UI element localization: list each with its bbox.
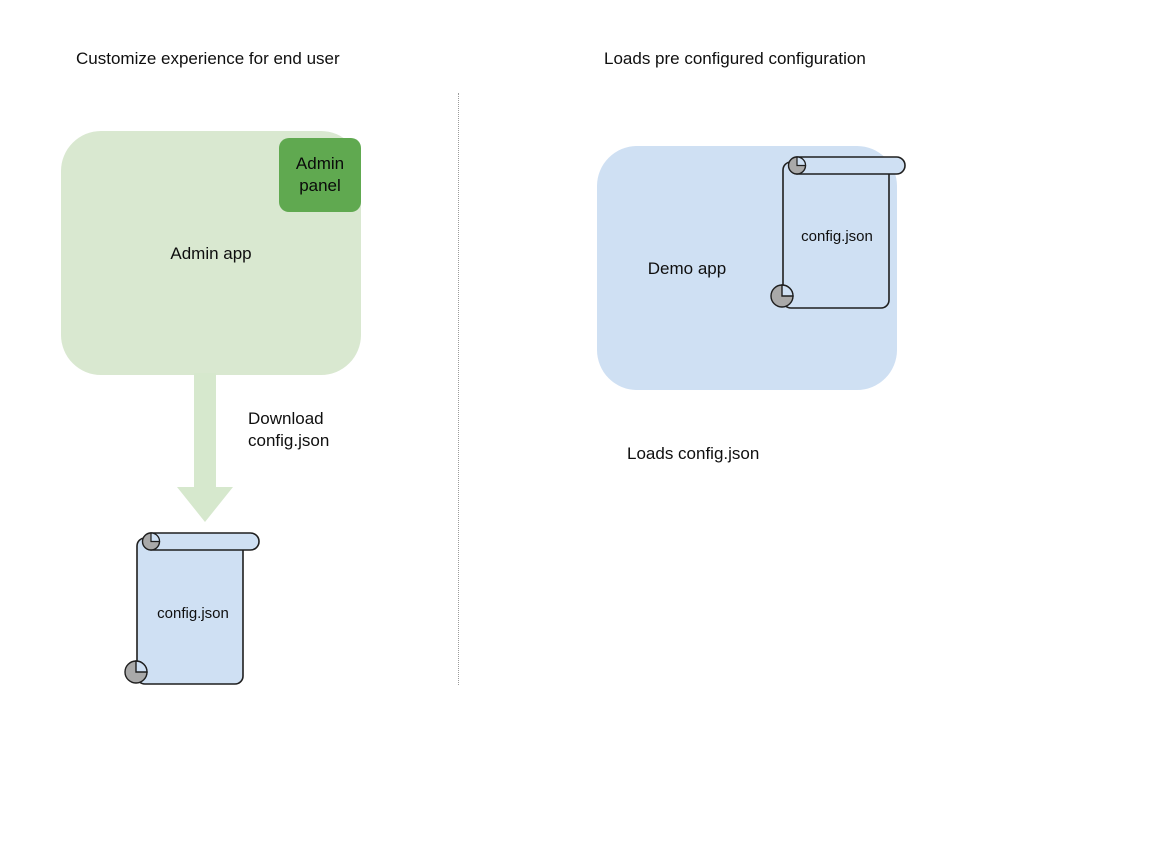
column-divider (458, 93, 459, 685)
config-json-label-left: config.json (157, 605, 229, 622)
download-arrow-icon (175, 373, 235, 525)
config-json-document-left[interactable] (124, 530, 264, 690)
config-json-label-right: config.json (801, 228, 873, 245)
config-json-document-right[interactable] (770, 154, 910, 314)
loads-config-caption: Loads config.json (627, 444, 760, 463)
demo-app-label: Demo app (647, 259, 727, 278)
download-arrow-label: Download config.json (248, 409, 330, 450)
left-column-title: Customize experience for end user (76, 49, 340, 68)
admin-panel-badge[interactable]: Admin panel (279, 138, 361, 212)
admin-app-label: Admin app (170, 244, 252, 263)
right-column-title: Loads pre configured configuration (604, 49, 866, 68)
